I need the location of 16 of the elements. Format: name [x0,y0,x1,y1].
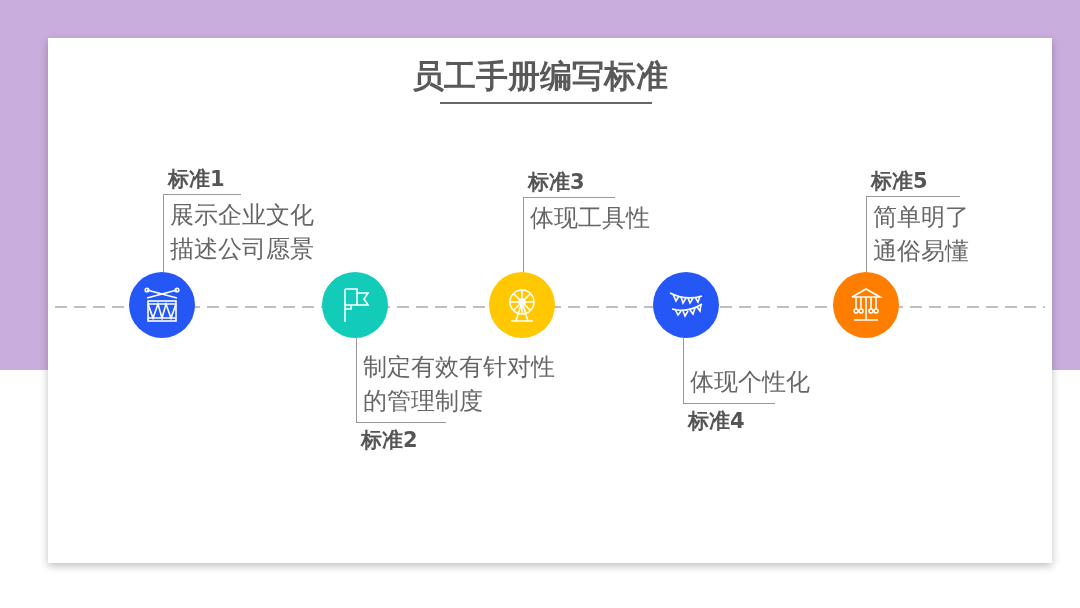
standard-description: 体现工具性 [523,198,650,235]
standard-heading: 标准4 [683,403,775,436]
standard-description: 简单明了通俗易懂 [866,197,983,268]
standard-heading: 标准5 [866,166,960,197]
leader-line [356,337,357,351]
standard-description: 展示企业文化描述公司愿景 [163,195,330,266]
leader-line [683,337,684,366]
standard-heading: 标准1 [163,164,241,195]
title: 员工手册编写标准 [411,56,669,97]
leader-line [866,267,867,273]
standard-heading: 标准2 [356,422,446,455]
leader-line [523,234,524,273]
standard-description: 体现个性化 [683,365,810,403]
leader-line [163,265,164,273]
standard-description: 制定有效有针对性的管理制度 [356,350,568,422]
standard-heading: 标准3 [523,167,615,198]
